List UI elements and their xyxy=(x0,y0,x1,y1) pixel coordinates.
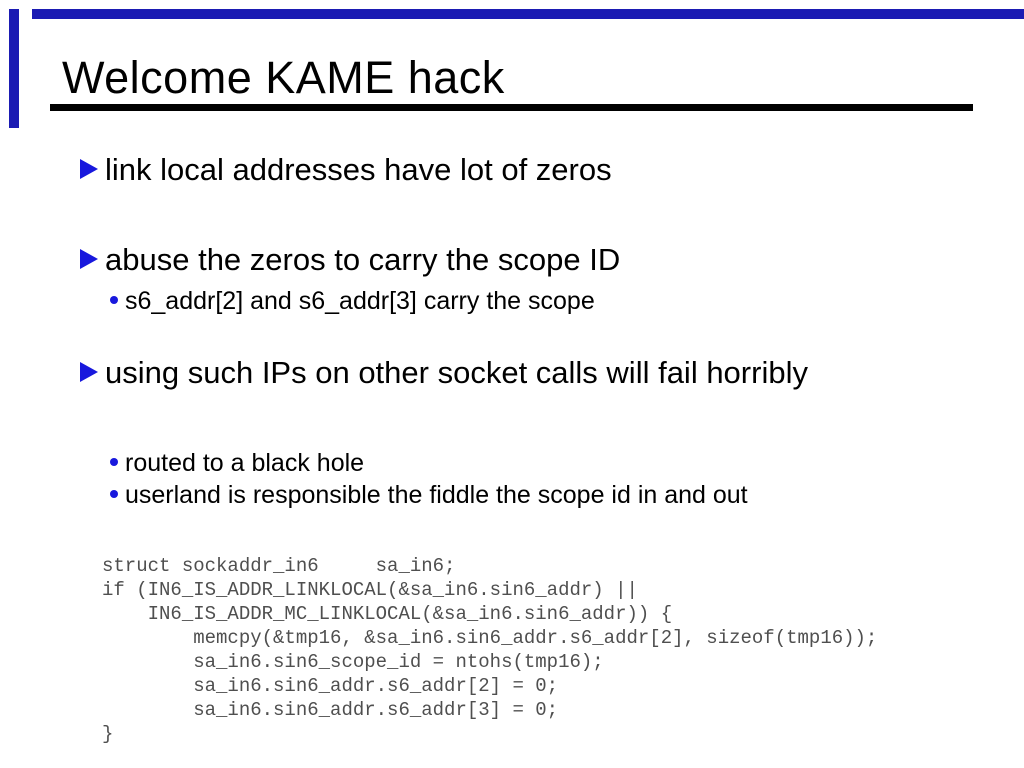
bullet-dot-icon xyxy=(110,296,118,304)
bullet-dot-icon xyxy=(110,458,118,466)
bullet-item-2: abuse the zeros to carry the scope ID xyxy=(105,242,621,277)
sub-bullet-item-3-1: routed to a black hole xyxy=(125,449,365,477)
bullet-triangle-icon xyxy=(80,249,98,269)
code-line: sa_in6.sin6_addr.s6_addr[3] = 0; xyxy=(102,699,559,721)
code-line: struct sockaddr_in6 sa_in6; xyxy=(102,555,456,577)
sub-bullet-item-3-2: userland is responsible the fiddle the s… xyxy=(125,481,748,509)
page-title: Welcome KAME hack xyxy=(62,52,505,103)
code-line: IN6_IS_ADDR_MC_LINKLOCAL(&sa_in6.sin6_ad… xyxy=(102,603,673,625)
code-line: sa_in6.sin6_scope_id = ntohs(tmp16); xyxy=(102,651,604,673)
code-line: } xyxy=(102,723,114,745)
bullet-item-1: link local addresses have lot of zeros xyxy=(105,152,612,187)
code-line: sa_in6.sin6_addr.s6_addr[2] = 0; xyxy=(102,675,559,697)
bullet-triangle-icon xyxy=(80,159,98,179)
title-underline xyxy=(50,104,973,111)
code-line: memcpy(&tmp16, &sa_in6.sin6_addr.s6_addr… xyxy=(102,627,878,649)
bullet-item-3: using such IPs on other socket calls wil… xyxy=(105,355,808,390)
code-line: if (IN6_IS_ADDR_LINKLOCAL(&sa_in6.sin6_a… xyxy=(102,579,638,601)
frame-top-bar xyxy=(32,9,1024,19)
bullet-dot-icon xyxy=(110,490,118,498)
code-block: struct sockaddr_in6 sa_in6;if (IN6_IS_AD… xyxy=(102,554,877,746)
bullet-triangle-icon xyxy=(80,362,98,382)
sub-bullet-item-2-1: s6_addr[2] and s6_addr[3] carry the scop… xyxy=(125,287,595,315)
frame-left-bar xyxy=(9,9,19,128)
